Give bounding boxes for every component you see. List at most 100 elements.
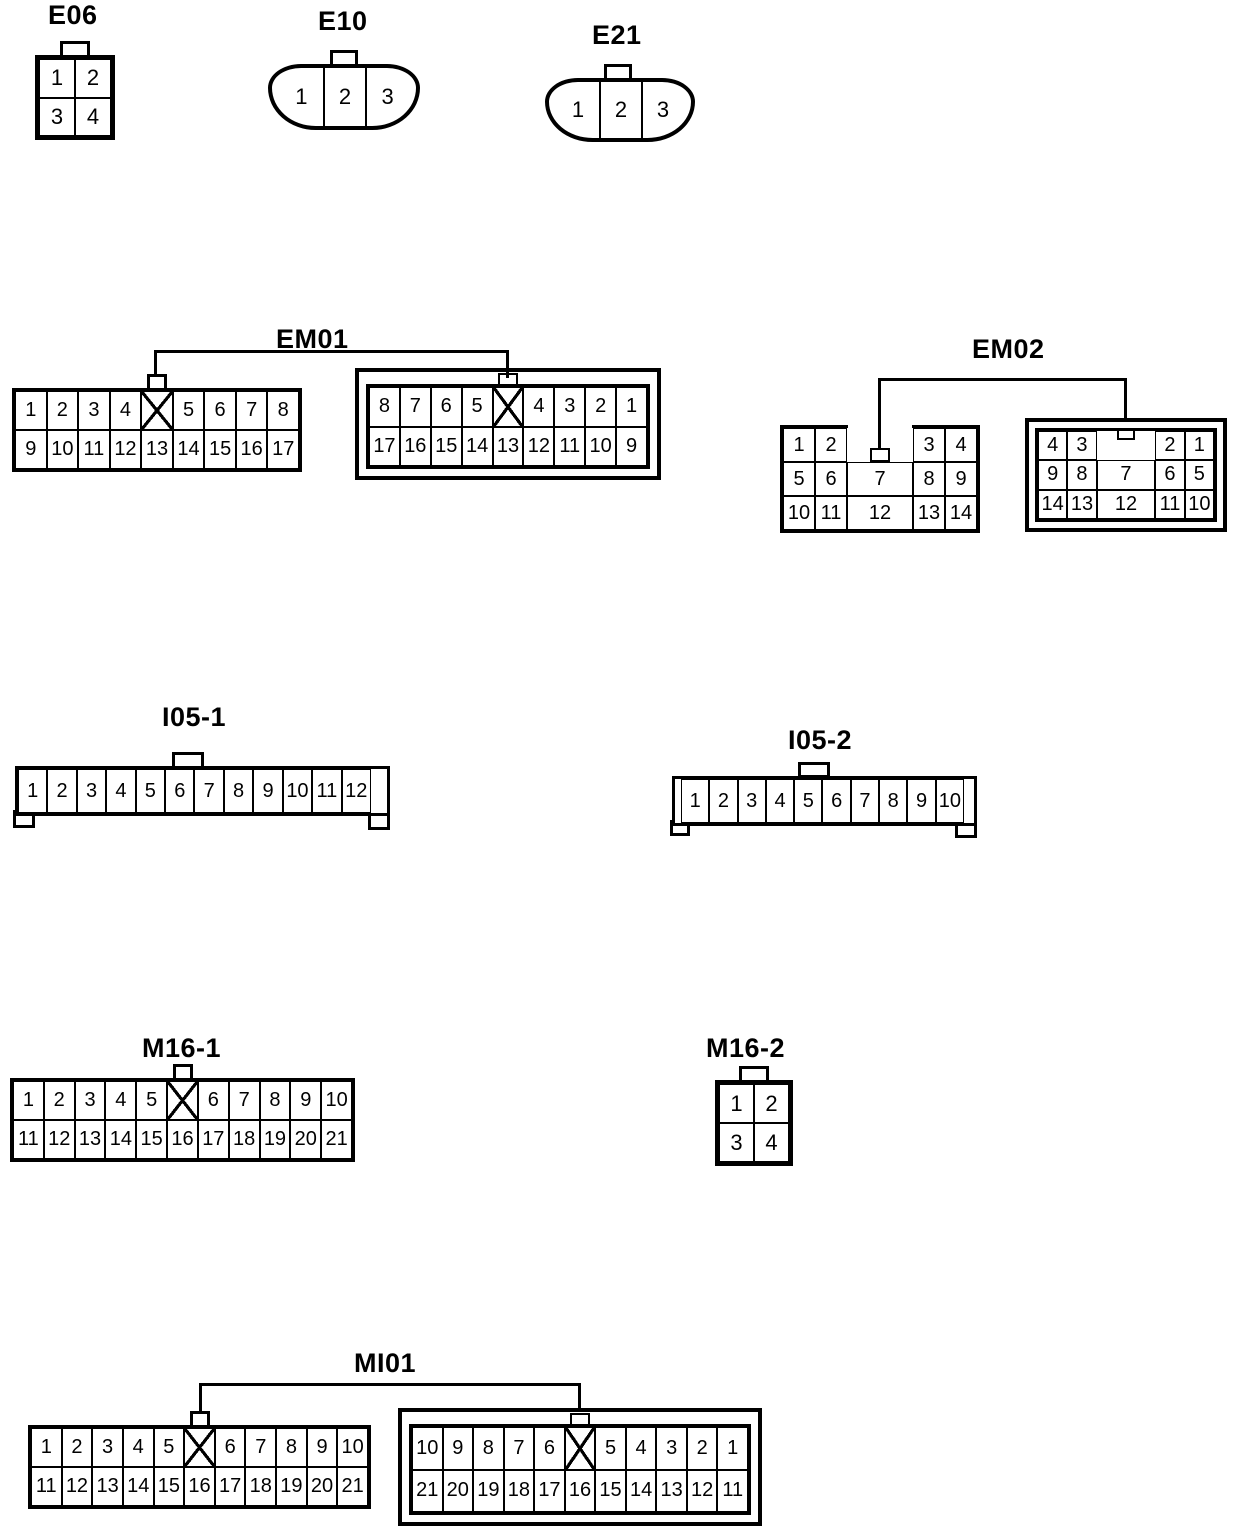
pin-cell: 13 [913,496,945,530]
pin-cell: 13 [656,1469,687,1512]
pin-cell: 1 [717,1427,748,1470]
keying-tab [1116,429,1135,440]
pin-cell: 6 [197,1081,229,1120]
mi01-bracket-leg-right [578,1383,581,1411]
label-em02: EM02 [972,334,1045,364]
pin-cell: 19 [259,1120,291,1159]
pin-cell: 2 [322,68,366,126]
pin-cell: 3 [39,97,75,136]
pin-cell: 4 [109,391,142,430]
pin-cell: 2 [61,1428,93,1467]
pin-cell: 17 [534,1469,565,1512]
pin-cell: 8 [473,1427,504,1470]
pin-cell: 2 [815,428,847,462]
pin-cell: 4 [105,1081,137,1120]
pin-cell: 4 [625,1427,657,1470]
pin-cell: 6 [534,1427,565,1470]
pin-cell: 7 [1096,460,1156,490]
pin-cell: 14 [105,1120,137,1159]
pin-cell: 5 [172,391,205,430]
pin-cell: 13 [1067,489,1097,519]
pin-cell: 12 [1096,489,1156,519]
pin-cell: 11 [13,1120,44,1159]
pin-cell: 14 [122,1467,154,1506]
pin-cell: 1 [13,1081,44,1120]
pin-cell: 21 [337,1467,368,1506]
pin-cell: 4 [523,387,555,427]
label-em01: EM01 [276,324,349,354]
notch-cell [847,428,913,462]
pin-cell: 3 [365,68,408,126]
pin-cell: 2 [46,391,79,430]
pin-cell: 4 [1038,431,1068,461]
pin-cell: 2 [686,1427,718,1470]
pin-cell: 9 [15,430,47,469]
pin-cell: 7 [228,1081,260,1120]
pin-cell: 20 [290,1120,322,1159]
keying-cell [167,1081,198,1120]
pin-cell: 4 [122,1428,154,1467]
pin-cell: 21 [321,1120,352,1159]
pin-cell: 12 [43,1120,75,1159]
pin-cell: 12 [109,430,142,469]
pin-cell: 5 [1184,460,1214,490]
pin-cell: 10 [412,1427,443,1470]
pin-cell: 5 [136,1081,168,1120]
pin-cell: 13 [74,1120,106,1159]
pin-cell: 20 [306,1467,338,1506]
pin-cell: 9 [442,1427,474,1470]
pin-cell: 1 [616,387,647,427]
pin-cell: 1 [15,391,47,430]
pin-cell: 15 [204,430,236,469]
pin-cell: 9 [1038,460,1068,490]
pin-cell: 7 [194,769,224,813]
pin-cell: 15 [136,1120,168,1159]
pin-cell: 16 [184,1467,215,1506]
pin-cell: 1 [1184,431,1214,461]
pin-cell: 17 [197,1120,229,1159]
pin-cell: 1 [31,1428,62,1467]
pin-cell: 19 [276,1467,307,1506]
keying-cell [492,387,524,427]
pin-cell: 1 [681,779,710,823]
label-i05-2: I05-2 [788,725,853,755]
em02-bracket-line [878,378,1127,381]
pin-cell: 6 [214,1428,246,1467]
pin-cell: 1 [571,97,585,122]
keying-cell [184,1428,215,1467]
pin-cell: 17 [369,426,400,466]
pin-cell: 12 [61,1467,93,1506]
pin-cell: 2 [47,769,77,813]
pin-cell: 6 [165,769,195,813]
pin-cell: 11 [31,1467,62,1506]
pin-cell: 16 [235,430,268,469]
pin-cell: 10 [321,1081,352,1120]
pin-cell: 2 [1155,431,1185,461]
pin-cell: 8 [223,769,254,813]
pin-cell: 14 [172,430,205,469]
mi01-bracket-leg-left [199,1383,202,1413]
pin-cell: 10 [935,779,964,823]
pin-cell: 4 [945,428,977,462]
pin-cell: 15 [595,1469,626,1512]
pin-cell: 8 [259,1081,291,1120]
pin-cell: 10 [337,1428,368,1467]
pin-cell: 11 [312,769,342,813]
pin-cell: 14 [1038,489,1068,519]
pin-cell: 1 [783,428,815,462]
pin-cell: 9 [306,1428,338,1467]
pin-cell: 12 [341,769,371,813]
label-e21: E21 [592,20,642,50]
pin-cell: 4 [75,97,111,136]
pin-cell: 2 [43,1081,75,1120]
em01-bracket-leg-left [154,350,157,376]
